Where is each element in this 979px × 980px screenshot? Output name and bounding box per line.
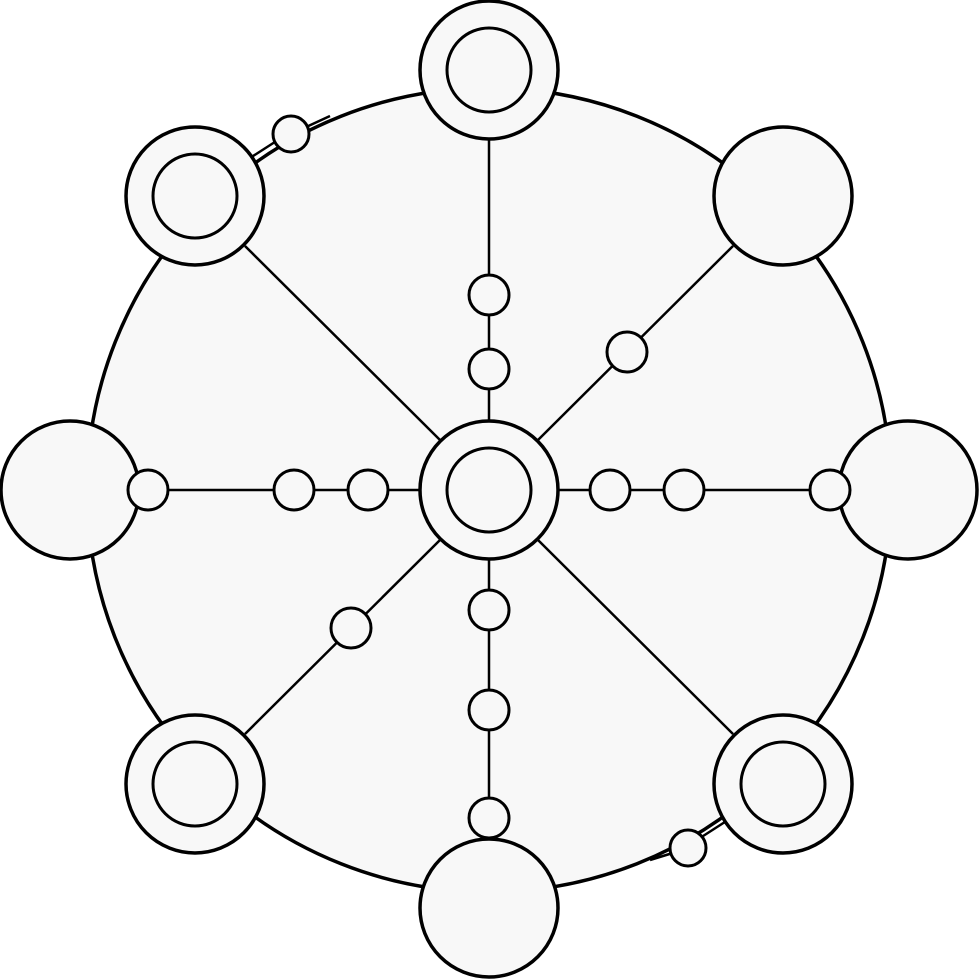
- bead-south-3: [467, 796, 511, 840]
- bead-south-west-1: [329, 606, 373, 650]
- node-south-east: [712, 713, 854, 855]
- bead-north-west-outer: [271, 114, 311, 154]
- bead-south-east-outer: [668, 828, 708, 868]
- node-south: [418, 837, 560, 979]
- node-south-west: [124, 713, 266, 855]
- node-east: [837, 419, 979, 561]
- beads: [126, 114, 852, 868]
- bead-east-3: [808, 468, 852, 512]
- node-north-west: [124, 125, 266, 267]
- spoke-line-south-east: [537, 539, 734, 735]
- hub-node: [418, 419, 560, 561]
- bead-north-1: [467, 347, 511, 391]
- node-north: [418, 0, 560, 141]
- connector-north-west-bead: [249, 138, 279, 160]
- connector-south-east-bead: [699, 818, 729, 840]
- bead-west-3: [126, 468, 170, 512]
- node-north-east: [712, 125, 854, 267]
- spoke-line-north-west: [244, 245, 441, 441]
- bead-north-2: [467, 273, 511, 317]
- bead-south-1: [467, 588, 511, 632]
- bead-west-2: [272, 468, 316, 512]
- bead-north-east-1: [605, 330, 649, 374]
- node-west: [0, 419, 141, 561]
- bead-west-1: [346, 468, 390, 512]
- bead-east-1: [588, 468, 632, 512]
- bead-south-2: [467, 688, 511, 732]
- bead-east-2: [662, 468, 706, 512]
